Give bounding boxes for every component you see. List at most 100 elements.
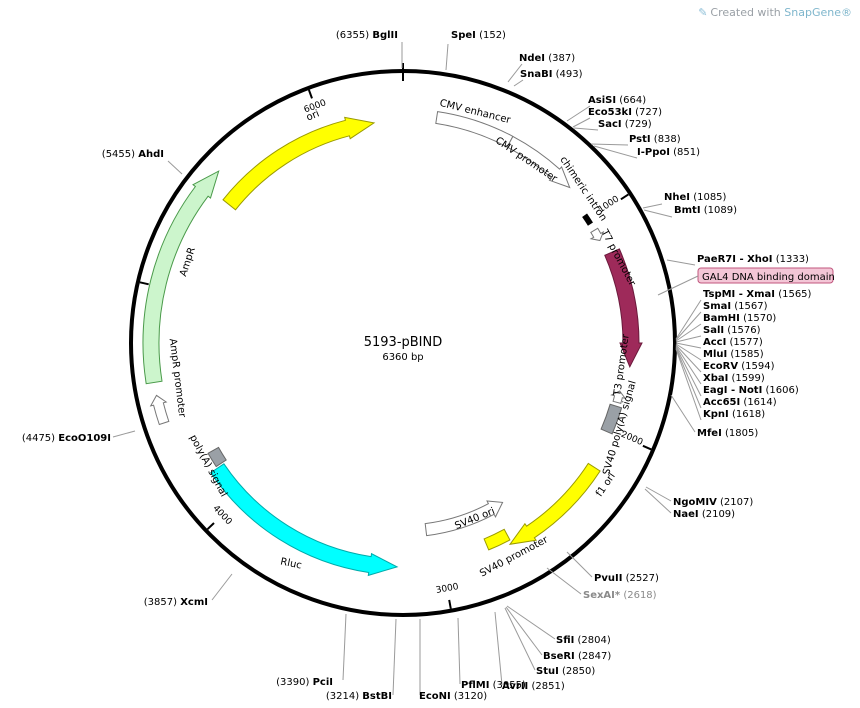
restriction-site: XbaI (1599) — [703, 373, 765, 384]
site-position: (5455) — [102, 149, 135, 160]
restriction-site: PvuII (2527) — [594, 573, 659, 584]
restriction-site: Eco53kI (727) — [588, 107, 662, 118]
site-leader — [342, 613, 347, 681]
site-name: AvrII — [502, 681, 528, 692]
site-position: (3120) — [454, 691, 487, 702]
restriction-site: SfiI (2804) — [556, 635, 611, 646]
site-name: BmtI — [674, 205, 701, 216]
site-leader — [642, 203, 663, 209]
site-name: MfeI — [697, 428, 722, 439]
site-leader — [506, 605, 556, 640]
site-leader — [666, 259, 696, 266]
site-leader — [573, 127, 599, 131]
site-position: (3390) — [276, 677, 309, 688]
restriction-site: PaeR7I - XhoI (1333) — [697, 254, 809, 265]
tick-mark — [448, 599, 452, 609]
tick-mark — [307, 89, 313, 99]
restriction-site: MfeI (1805) — [697, 428, 758, 439]
site-leader — [566, 551, 593, 578]
site-position: (838) — [654, 134, 681, 145]
site-leader — [546, 567, 582, 595]
site-position: (6355) — [336, 30, 369, 41]
site-leader — [675, 345, 702, 385]
restriction-site: AsiSI (664) — [588, 95, 646, 106]
site-name: SpeI — [451, 30, 476, 41]
site-leader — [675, 346, 702, 397]
restriction-site: BmtI (1089) — [674, 205, 737, 216]
sv40-polya-block — [600, 403, 623, 435]
snapgene-credit: ✎Created with SnapGene® — [698, 6, 852, 19]
site-position: (1805) — [725, 428, 758, 439]
credit-mark: ® — [841, 6, 852, 19]
site-leader — [675, 348, 702, 421]
site-name: Eco53kI — [588, 107, 632, 118]
site-position: (1577) — [730, 337, 763, 348]
site-leader — [644, 488, 672, 514]
restriction-site: (3857) XcmI — [144, 597, 208, 608]
site-position: (1576) — [727, 325, 760, 336]
site-name: XcmI — [180, 597, 208, 608]
site-leader — [643, 209, 673, 218]
site-position: (1085) — [693, 192, 726, 203]
site-position: (727) — [635, 107, 662, 118]
site-position: (664) — [619, 95, 646, 106]
site-leader — [675, 299, 702, 340]
tick-mark — [139, 281, 149, 286]
site-name: NheI — [664, 192, 690, 203]
site-position: (1567) — [734, 301, 767, 312]
gal4-label-box — [697, 267, 834, 284]
restriction-site: EcoNI (3120) — [419, 691, 487, 702]
gal4-arrow — [604, 248, 643, 368]
site-leader — [675, 347, 702, 409]
site-leader — [590, 143, 629, 146]
site-position: (2850) — [562, 666, 595, 677]
site-name: PstI — [629, 134, 651, 145]
site-name: AccI — [703, 337, 726, 348]
site-leader — [392, 618, 397, 696]
sv40-promoter-arrow — [424, 500, 504, 537]
restriction-site: TspMI - XmaI (1565) — [703, 289, 812, 300]
site-leader — [645, 486, 672, 502]
site-name: KpnI — [703, 409, 729, 420]
site-position: (4475) — [22, 433, 55, 444]
credit-prefix: Created with — [710, 6, 785, 19]
site-position: (3214) — [326, 691, 359, 702]
restriction-site: AvrII (2851) — [502, 681, 565, 692]
site-name: TspMI - XmaI — [703, 289, 775, 300]
site-name: BamHI — [703, 313, 740, 324]
restriction-site: StuI (2850) — [536, 666, 595, 677]
site-position: (729) — [625, 119, 652, 130]
plasmid-name: 5193-pBIND — [364, 335, 443, 350]
restriction-site: KpnI (1618) — [703, 409, 765, 420]
site-name: SnaBI — [520, 69, 552, 80]
site-position: (2527) — [626, 573, 659, 584]
restriction-site: SacI (729) — [598, 119, 652, 130]
site-leader — [675, 335, 702, 343]
restriction-site: SnaBI (493) — [520, 69, 583, 80]
restriction-site: I-PpoI (851) — [637, 147, 700, 158]
site-name: PflMI — [461, 680, 489, 691]
restriction-site: BseRI (2847) — [543, 651, 611, 662]
site-name: EcoRV — [703, 361, 738, 372]
restriction-site: EcoRV (1594) — [703, 361, 775, 372]
site-leader — [675, 311, 702, 341]
t7-promoter-arrow — [589, 227, 605, 242]
tick-mark — [620, 193, 629, 201]
site-name: EagI - NotI — [703, 385, 762, 396]
feature-arrows — [142, 111, 643, 577]
feature-label-ori: ori — [305, 108, 321, 123]
polya-signal-block — [207, 446, 227, 468]
site-position: (2851) — [531, 681, 564, 692]
restriction-site: Acc65I (1614) — [703, 397, 777, 408]
site-leader — [504, 607, 536, 671]
site-leader — [572, 117, 591, 128]
restriction-site: NgoMIV (2107) — [673, 497, 753, 508]
restriction-site: NdeI (387) — [519, 53, 575, 64]
site-name: AhdI — [138, 149, 164, 160]
f1-ori-arrow — [508, 462, 601, 545]
tick-mark — [642, 444, 652, 451]
restriction-site: SexAI* (2618) — [583, 590, 657, 601]
site-name: EcoNI — [419, 691, 451, 702]
feature-label-ampr: AmpR — [178, 246, 198, 278]
